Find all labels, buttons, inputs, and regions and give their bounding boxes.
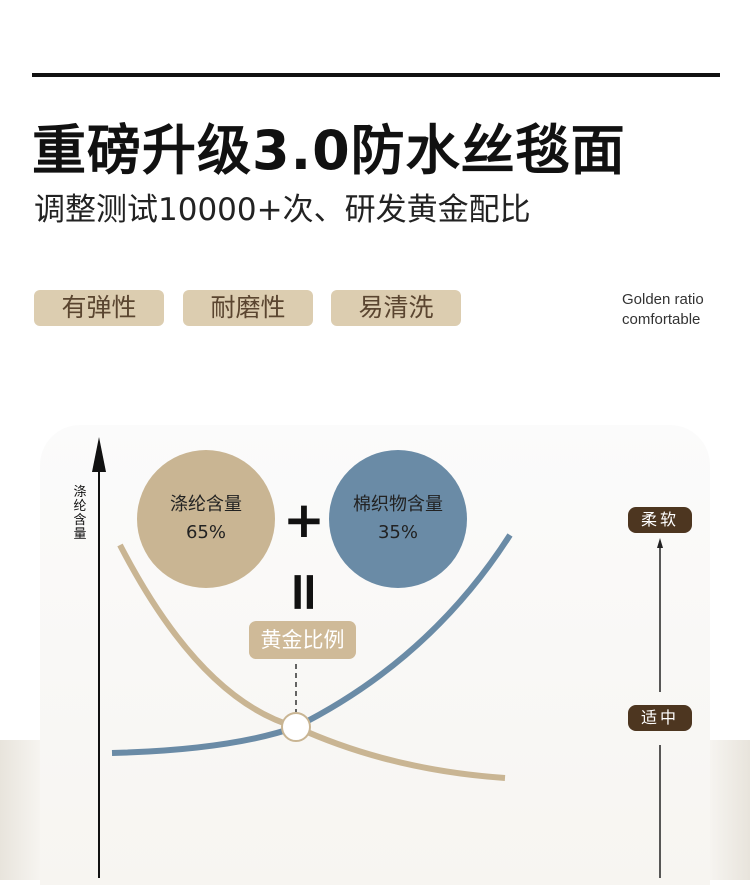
cotton-value: 35% bbox=[377, 522, 418, 543]
scale-arrow-icon bbox=[657, 538, 663, 548]
background-left bbox=[0, 740, 40, 880]
subheadline: 调整测试10000+次、研发黄金配比 bbox=[34, 192, 531, 228]
caption-line-1: Golden ratio bbox=[622, 291, 704, 308]
y-axis-arrow-icon bbox=[92, 437, 106, 472]
plus-sign: + bbox=[283, 491, 325, 549]
tag-elastic: 有弹性 bbox=[34, 290, 164, 326]
y-axis-label: 涤纶含量 bbox=[73, 485, 87, 542]
scale-soft-badge: 柔软 bbox=[628, 507, 692, 533]
equals-sign: = bbox=[273, 569, 337, 615]
polyester-circle: 涤纶含量 65% bbox=[137, 450, 275, 588]
golden-ratio-badge: 黄金比例 bbox=[249, 621, 356, 659]
polyester-value: 65% bbox=[185, 522, 226, 543]
tag-wear-resistant: 耐磨性 bbox=[183, 290, 313, 326]
caption-line-2: comfortable bbox=[622, 311, 701, 328]
cotton-curve bbox=[111, 533, 513, 756]
top-divider bbox=[32, 73, 720, 77]
cotton-circle: 棉织物含量 35% bbox=[329, 450, 467, 588]
cotton-label: 棉织物含量 bbox=[353, 494, 443, 515]
background-right bbox=[710, 740, 750, 880]
intersection-marker bbox=[281, 712, 311, 742]
polyester-label: 涤纶含量 bbox=[170, 494, 242, 515]
scale-medium-badge: 适中 bbox=[628, 705, 692, 731]
tag-easy-clean: 易清洗 bbox=[331, 290, 461, 326]
golden-ratio-caption: Golden ratio comfortable bbox=[622, 290, 704, 330]
headline: 重磅升级3.0防水丝毯面 bbox=[32, 119, 626, 182]
